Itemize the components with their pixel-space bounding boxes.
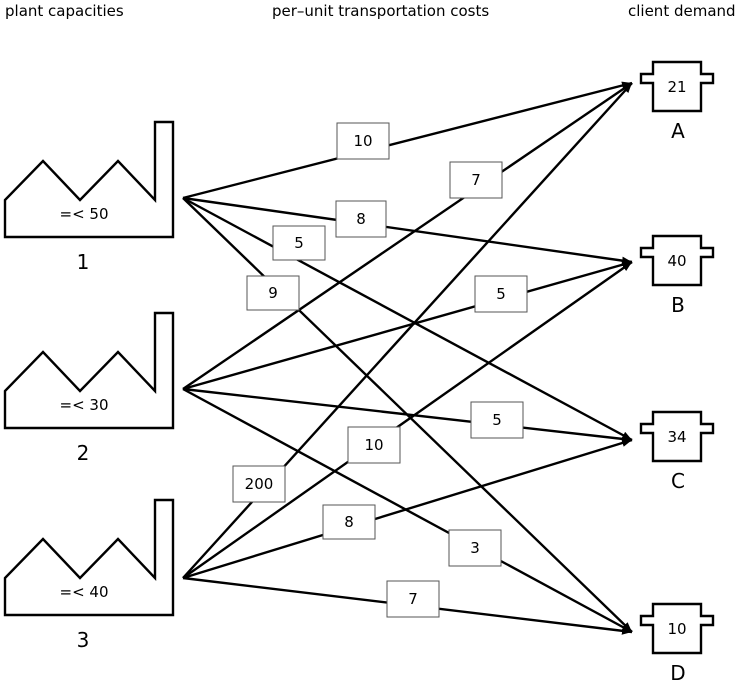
- cost-box-frame: [272, 225, 326, 261]
- cost-box-1-b: 8: [335, 200, 387, 238]
- cost-box-frame: [336, 122, 390, 160]
- client-demand: 10: [667, 620, 686, 638]
- client-demand: 21: [667, 78, 686, 96]
- cost-value: 5: [294, 234, 304, 252]
- cost-value: 10: [364, 436, 383, 454]
- cost-box-2-b: 5: [474, 275, 528, 313]
- route-arrow-3-to-c: [182, 438, 633, 580]
- route-arrow-2-to-d: [182, 387, 633, 634]
- house-icon: [639, 602, 715, 655]
- route-arrow-3-to-a: [182, 82, 633, 579]
- route-arrow-2-to-b: [182, 260, 633, 391]
- cost-value: 9: [268, 284, 278, 302]
- cost-box-2-c: 5: [470, 401, 524, 439]
- cost-value: 5: [496, 285, 506, 303]
- factory-icon: [3, 120, 175, 239]
- plant-capacities-header: plant capacities: [5, 2, 124, 20]
- cost-value: 7: [408, 590, 418, 608]
- cost-box-1-a: 10: [336, 122, 390, 160]
- plant-label: 1: [77, 250, 90, 274]
- client-demand: 40: [667, 252, 686, 270]
- client-demand: 34: [667, 428, 686, 446]
- client-c: 34C: [639, 410, 715, 493]
- client-label: D: [670, 661, 685, 685]
- house-icon: [639, 234, 715, 287]
- client-a: 21A: [639, 60, 715, 143]
- plant-label: 2: [77, 441, 90, 465]
- plant-label: 3: [77, 628, 90, 652]
- cost-box-frame: [322, 504, 376, 540]
- cost-box-frame: [386, 580, 440, 618]
- plant-capacity: =< 50: [60, 205, 109, 223]
- plant-1: =< 50 1: [3, 120, 175, 274]
- house-icon: [639, 410, 715, 463]
- cost-value: 7: [471, 171, 481, 189]
- cost-box-1-d: 9: [246, 275, 300, 311]
- cost-value: 8: [356, 210, 366, 228]
- route-arrow-3-to-b: [182, 261, 633, 579]
- cost-box-frame: [449, 161, 503, 199]
- cost-box-frame: [232, 465, 286, 503]
- cost-box-frame: [470, 401, 524, 439]
- route-arrow-1-to-b: [182, 196, 633, 265]
- route-arrow-1-to-a: [182, 81, 633, 200]
- cost-box-frame: [474, 275, 528, 313]
- cost-box-2-a: 7: [449, 161, 503, 199]
- client-d: 10D: [639, 602, 715, 685]
- cost-value: 10: [353, 132, 372, 150]
- cost-box-3-d: 7: [386, 580, 440, 618]
- cost-value: 200: [245, 475, 274, 493]
- client-demand-header: client demand: [628, 2, 736, 20]
- plant-3: =< 40 3: [3, 498, 175, 652]
- cost-box-3-b: 10: [347, 426, 401, 464]
- client-label: C: [671, 469, 685, 493]
- factory-icon: [3, 498, 175, 617]
- plant-2: =< 30 2: [3, 311, 175, 465]
- route-arrow-2-to-a: [182, 82, 633, 390]
- cost-value: 5: [492, 411, 502, 429]
- route-arrow-1-to-c: [182, 196, 633, 442]
- plant-capacity: =< 40: [60, 583, 109, 601]
- route-arrow-2-to-c: [182, 387, 633, 443]
- cost-box-frame: [246, 275, 300, 311]
- plant-capacity: =< 30: [60, 396, 109, 414]
- cost-box-1-c: 5: [272, 225, 326, 261]
- cost-box-3-c: 8: [322, 504, 376, 540]
- cost-value: 3: [470, 539, 480, 557]
- cost-box-2-d: 3: [448, 529, 502, 567]
- cost-box-frame: [335, 200, 387, 238]
- cost-box-frame: [347, 426, 401, 464]
- transportation-costs-header: per–unit transportation costs: [272, 2, 490, 20]
- cost-box-3-a: 200: [232, 465, 286, 503]
- client-b: 40B: [639, 234, 715, 317]
- client-label: A: [671, 119, 685, 143]
- client-label: B: [671, 293, 685, 317]
- factory-icon: [3, 311, 175, 430]
- house-icon: [639, 60, 715, 113]
- cost-value: 8: [344, 513, 354, 531]
- cost-box-frame: [448, 529, 502, 567]
